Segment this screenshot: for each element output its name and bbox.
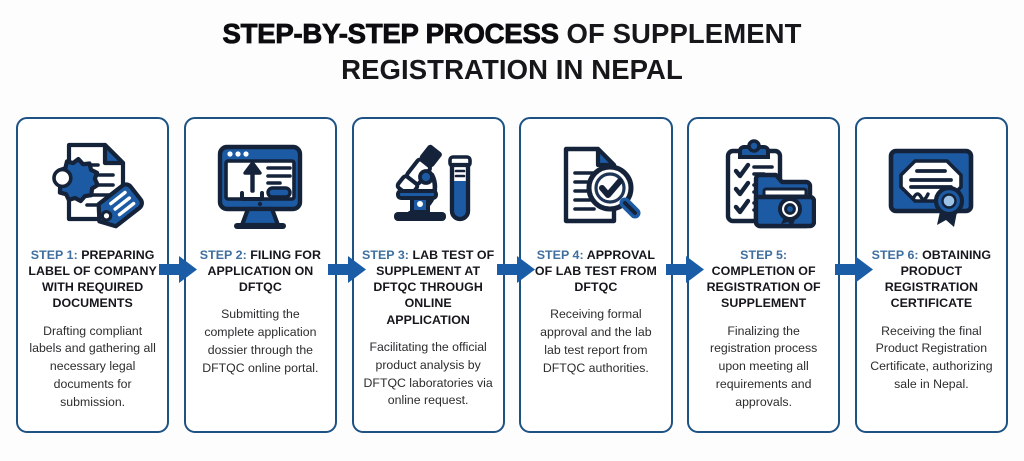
title-line-2: REGISTRATION IN NEPAL <box>341 53 683 85</box>
process-steps-row: STEP 1: PREPARING LABEL OF COMPANY WITH … <box>16 117 1008 433</box>
step-heading-text-1: PREPARING LABEL OF COMPANY WITH REQUIRED… <box>28 248 157 311</box>
document-gear-tag-icon <box>41 131 145 239</box>
title-remainder: OF SUPPLEMENT <box>558 18 802 49</box>
page-title: STEP-BY-STEP PROCESS OF SUPPLEMENT REGIS… <box>0 16 1024 88</box>
step-description-1: Drafting compliant labels and gathering … <box>29 323 156 410</box>
step-number-3: STEP 3: <box>362 248 409 262</box>
arrow-step4-to-step5 <box>666 256 704 283</box>
step-number-6: STEP 6: <box>871 248 919 262</box>
step-heading-text-2: FILING FOR APPLICATION ON DFTQC <box>207 248 321 295</box>
step-description-5: Finalizing the registration process upon… <box>709 323 818 410</box>
step-heading-text-4: APPROVAL OF LAB TEST FROM DFTQC <box>534 248 657 295</box>
document-magnifier-check-icon <box>544 131 648 239</box>
step-card-2[interactable]: STEP 2: FILING FOR APPLICATION ON DFTQC … <box>183 117 337 433</box>
step-heading-5: STEP 5: COMPLETION OF REGISTRATION OF SU… <box>696 247 831 312</box>
step-heading-6: STEP 6: OBTAINING PRODUCT REGISTRATION C… <box>864 247 999 312</box>
step-heading-3: STEP 3: LAB TEST OF SUPPLEMENT AT DFTQC … <box>361 247 496 328</box>
step-number-5: STEP 5: <box>740 248 788 262</box>
step-description-3: Facilitating the official product analys… <box>363 339 493 408</box>
microscope-testtube-icon <box>376 131 480 239</box>
monitor-upload-icon <box>208 131 312 239</box>
step-card-4[interactable]: STEP 4: APPROVAL OF LAB TEST FROM DFTQC … <box>519 117 673 433</box>
step-card-1[interactable]: STEP 1: PREPARING LABEL OF COMPANY WITH … <box>16 117 170 433</box>
title-line-1: STEP-BY-STEP PROCESS OF SUPPLEMENT <box>0 16 1024 52</box>
step-description-6: Receiving the final Product Registration… <box>870 323 993 392</box>
step-heading-text-6: OBTAINING PRODUCT REGISTRATION CERTIFICA… <box>884 248 992 311</box>
step-heading-1: STEP 1: PREPARING LABEL OF COMPANY WITH … <box>25 247 160 312</box>
step-number-4: STEP 4: <box>536 248 584 262</box>
title-emphasis: STEP-BY-STEP PROCESS <box>222 18 559 50</box>
certificate-ribbon-icon <box>879 131 983 239</box>
clipboard-folder-seal-icon <box>712 131 816 239</box>
step-description-2: Submitting the complete application doss… <box>202 307 319 376</box>
step-number-1: STEP 1: <box>30 248 78 262</box>
step-heading-text-5: COMPLETION OF REGISTRATION OF SUPPLEMENT <box>706 264 821 311</box>
step-heading-text-3: LAB TEST OF SUPPLEMENT AT DFTQC THROUGH … <box>373 248 495 327</box>
step-number-2: STEP 2: <box>199 248 247 262</box>
step-heading-4: STEP 4: APPROVAL OF LAB TEST FROM DFTQC <box>528 247 663 295</box>
arrow-step1-to-step2 <box>159 256 197 283</box>
step-card-6[interactable]: STEP 6: OBTAINING PRODUCT REGISTRATION C… <box>854 117 1008 433</box>
arrow-step2-to-step3 <box>328 256 366 283</box>
step-card-3[interactable]: STEP 3: LAB TEST OF SUPPLEMENT AT DFTQC … <box>351 117 505 433</box>
arrow-step5-to-step6 <box>835 256 873 283</box>
step-description-4: Receiving formal approval and the lab la… <box>540 307 652 376</box>
arrow-step3-to-step4 <box>497 256 535 283</box>
step-card-5[interactable]: STEP 5: COMPLETION OF REGISTRATION OF SU… <box>687 117 841 433</box>
step-heading-2: STEP 2: FILING FOR APPLICATION ON DFTQC <box>193 247 328 295</box>
